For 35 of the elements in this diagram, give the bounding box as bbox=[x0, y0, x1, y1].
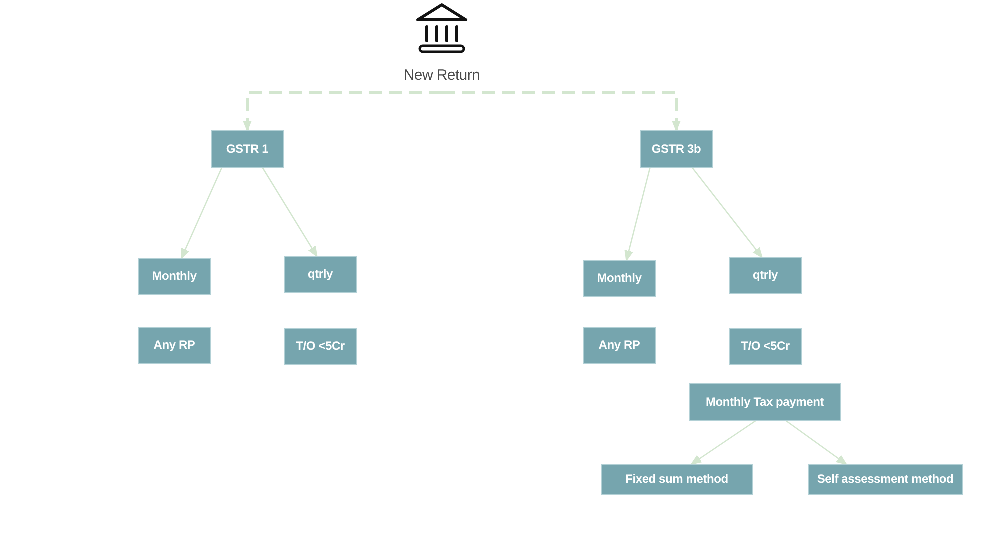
node-label: T/O <5Cr bbox=[296, 339, 345, 354]
node-label: New Return bbox=[404, 67, 480, 85]
node-label: GSTR 3b bbox=[652, 142, 702, 156]
node-label: qtrly bbox=[308, 267, 333, 282]
node-label: Monthly Tax payment bbox=[706, 394, 824, 410]
process-box bbox=[729, 328, 802, 365]
node-label: GSTR 1 bbox=[226, 142, 269, 156]
arrow bbox=[181, 168, 223, 260]
process-box bbox=[808, 464, 963, 495]
process-box bbox=[138, 258, 211, 295]
arrow bbox=[262, 168, 318, 258]
node-label: Monthly bbox=[597, 271, 642, 286]
process-box bbox=[583, 327, 656, 364]
process-box bbox=[729, 257, 802, 294]
process-box bbox=[689, 383, 841, 421]
arrow bbox=[692, 168, 763, 258]
process-box bbox=[284, 256, 357, 293]
node-label: T/O <5Cr bbox=[741, 339, 790, 354]
process-box bbox=[138, 327, 211, 364]
node-label: Monthly bbox=[152, 269, 197, 284]
node-label: Any RP bbox=[598, 338, 640, 353]
arrow bbox=[690, 420, 756, 465]
node-label: Fixed sum method bbox=[626, 472, 728, 487]
process-box bbox=[284, 328, 357, 365]
process-box bbox=[583, 260, 656, 297]
process-box bbox=[640, 130, 713, 168]
node-label: qtrly bbox=[752, 268, 778, 283]
arrow bbox=[786, 420, 848, 465]
node-label: Any RP bbox=[154, 338, 196, 353]
process-box bbox=[601, 464, 753, 495]
arrow bbox=[624, 168, 651, 262]
dashed-arrow bbox=[243, 92, 442, 132]
node-label: Self assessment method bbox=[817, 472, 954, 487]
process-box bbox=[211, 130, 284, 168]
dashed-arrow bbox=[442, 92, 681, 132]
